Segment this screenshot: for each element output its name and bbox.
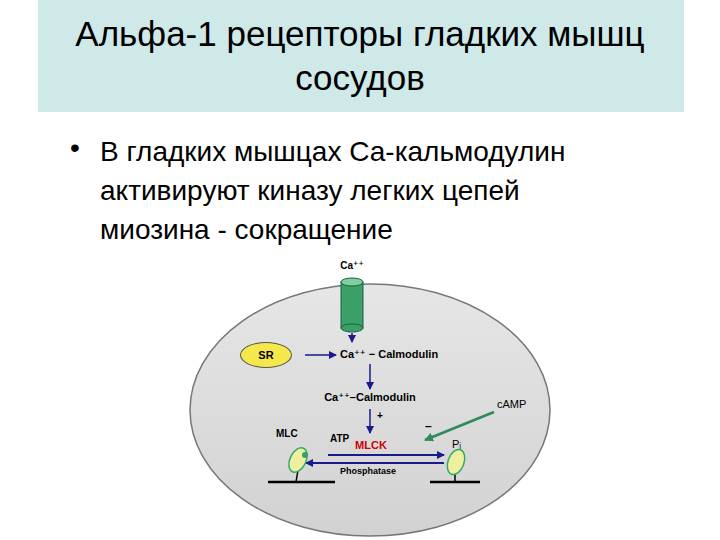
- node-label: SR: [258, 349, 273, 361]
- complex-label: Ca⁺⁺ − Calmodulin: [340, 348, 438, 361]
- complex-label: Ca⁺⁺–Calmodulin: [324, 391, 416, 404]
- phosphatase-label: Phosphatase: [340, 466, 396, 476]
- calcium-channel: [341, 278, 363, 332]
- camp-inhibition-arrow: [425, 412, 494, 440]
- dephosphorylation-arrow: [306, 462, 444, 464]
- phosphorylation-arrow: [328, 454, 444, 456]
- release-arrow: [305, 354, 336, 356]
- ion-label: Ca⁺⁺: [340, 260, 363, 271]
- camp-label: cAMP: [497, 398, 526, 410]
- mlck-label: MLCK: [355, 439, 387, 451]
- activation-arrow: [369, 409, 371, 433]
- bullet-mark: •: [70, 132, 80, 164]
- atp-label: ATP: [330, 433, 349, 444]
- influx-arrow: [351, 333, 353, 342]
- sign-minus: –: [425, 419, 432, 433]
- binding-arrow: [369, 364, 371, 389]
- mlc-label: MLC: [276, 428, 298, 439]
- slide-title: Альфа-1 рецепторы гладких мышц сосудов: [60, 12, 660, 100]
- sr-organelle: SR: [240, 342, 292, 368]
- sign-plus: +: [377, 410, 383, 421]
- pi-label: Pᵢ: [452, 438, 461, 450]
- cell-membrane: [190, 284, 550, 536]
- bullet-text: В гладких мышцах Са-кальмодулин активиру…: [100, 132, 600, 249]
